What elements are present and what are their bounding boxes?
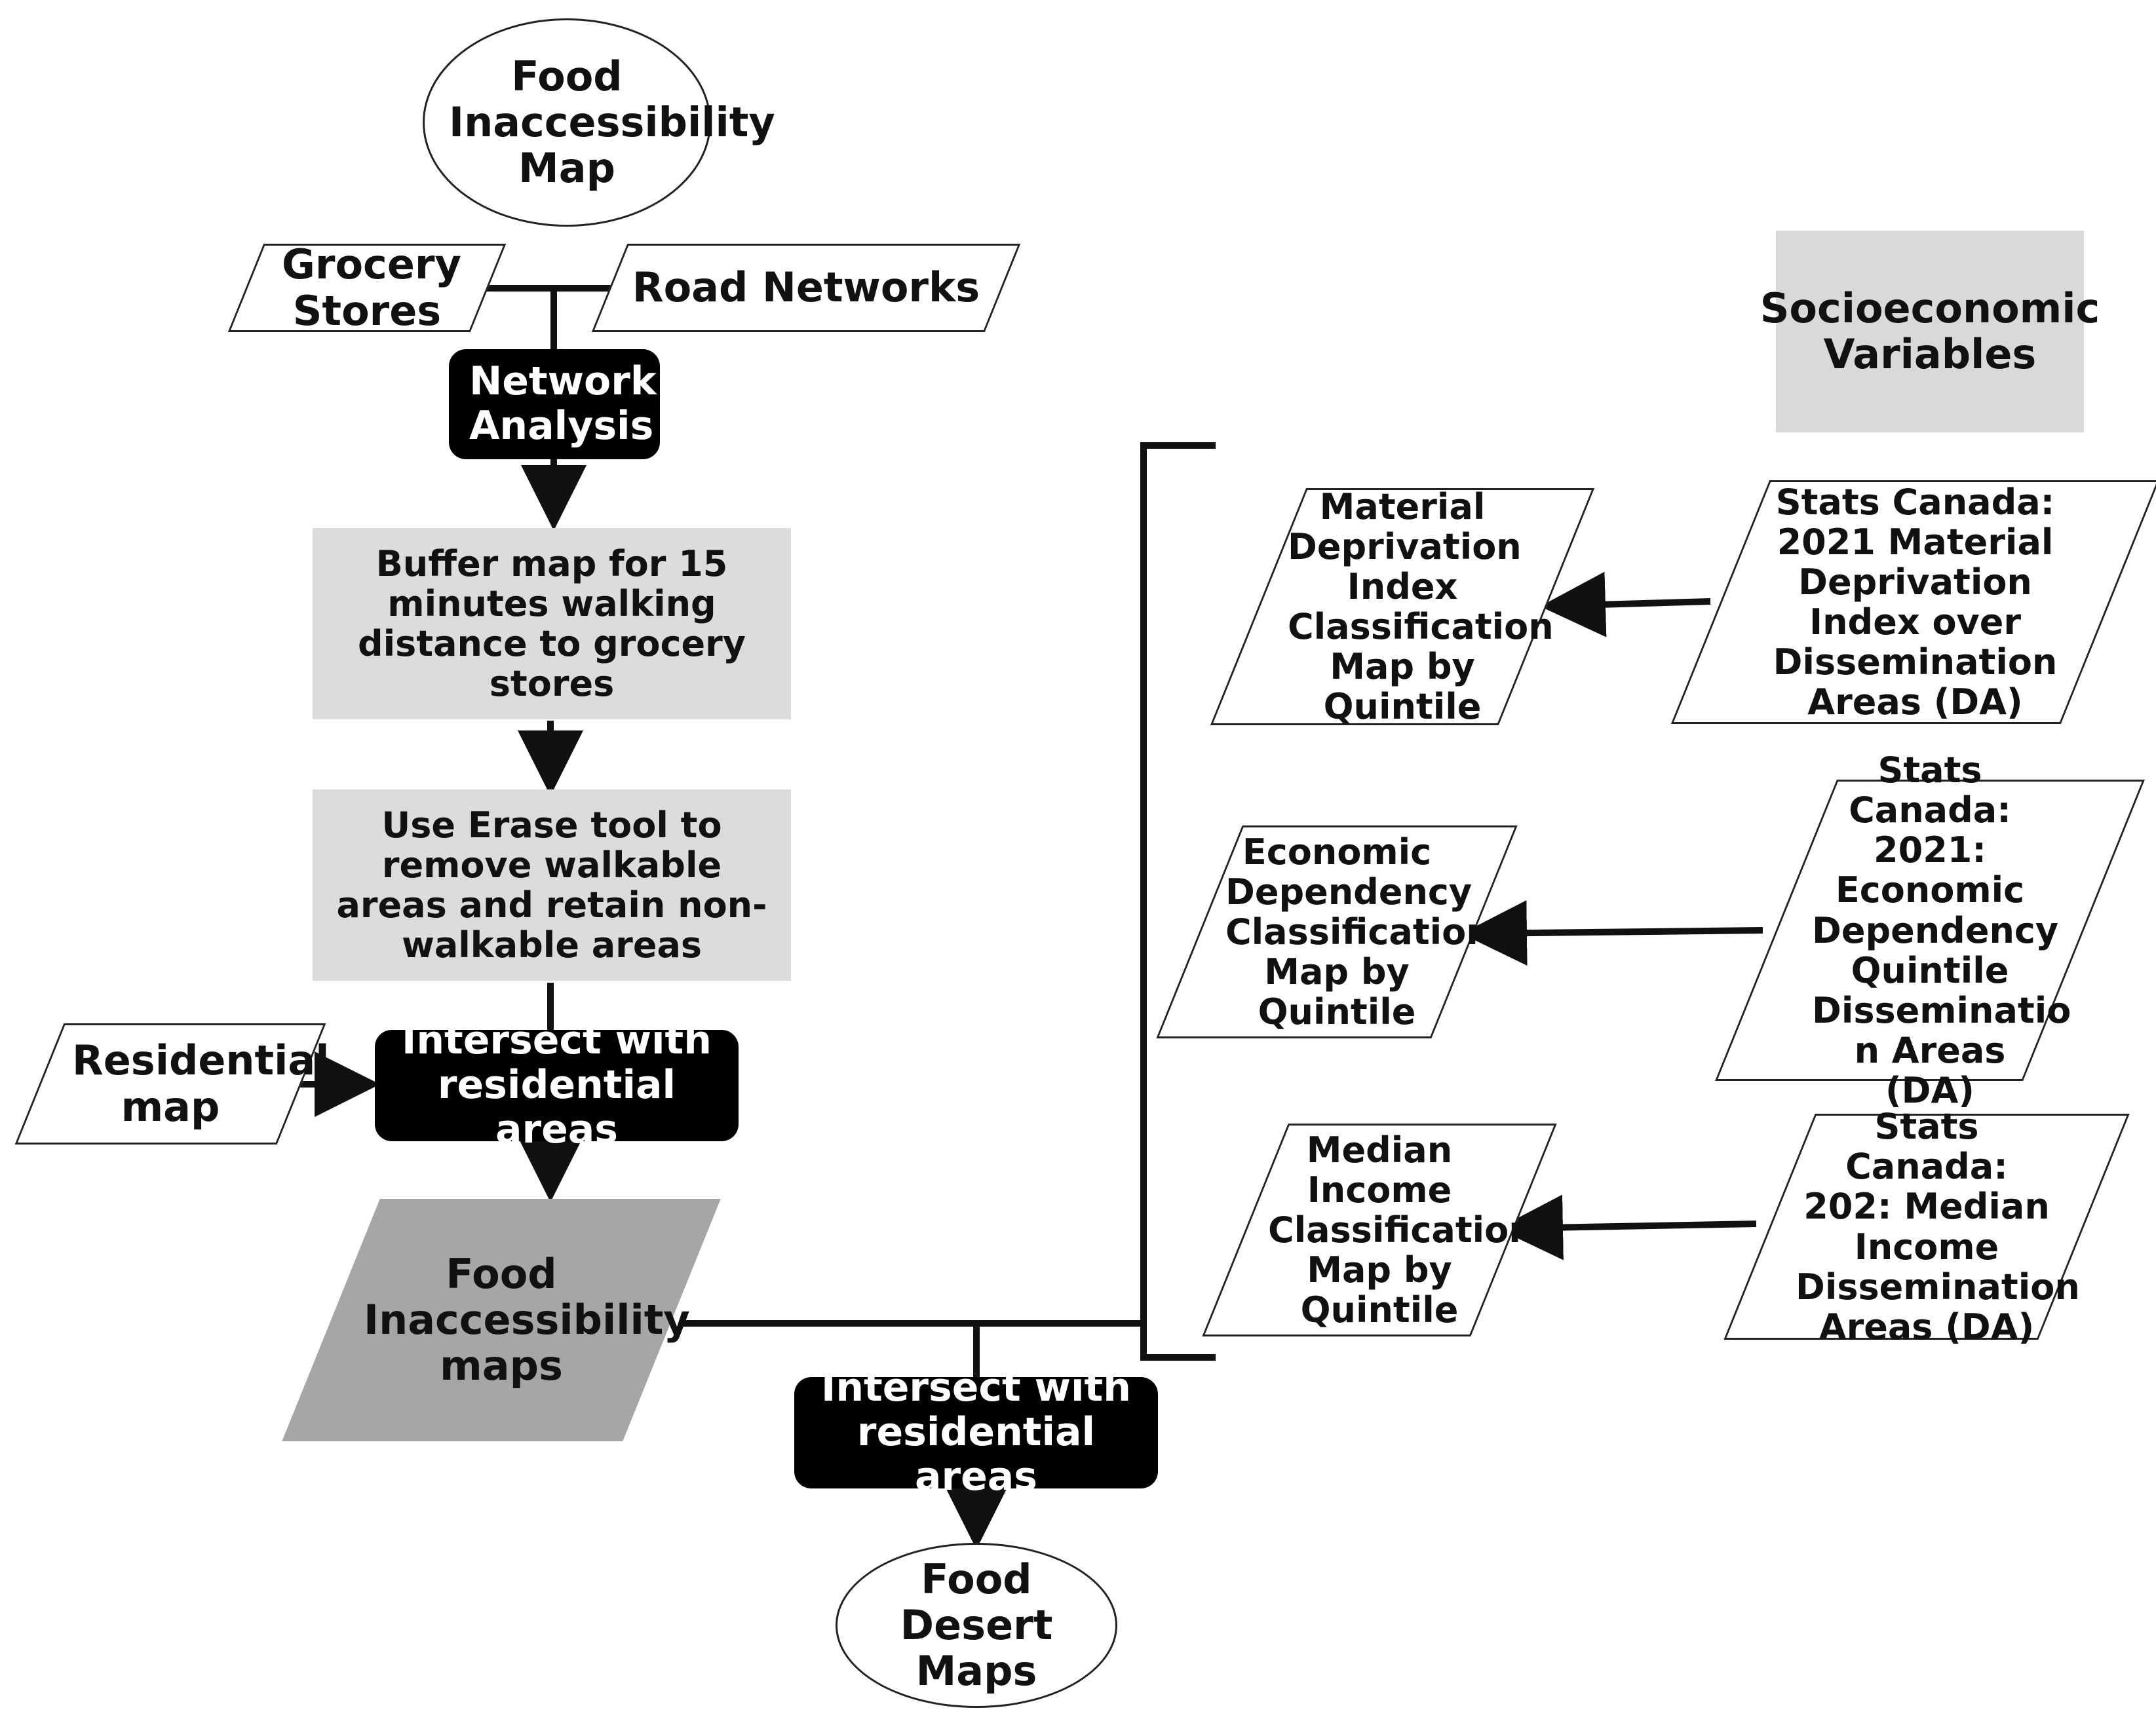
food-inaccessibility-maps-label: Food Inaccessibility maps <box>364 1249 690 1390</box>
intersect-residential-process-1: Intersect with residential areas <box>375 1018 739 1152</box>
buffer-map-label: Buffer map for 15 minutes walking distan… <box>358 542 746 705</box>
intersect-residential-process-2: Intersect with residential areas <box>794 1365 1158 1499</box>
intersect-1-label: Intersect with residential areas <box>402 1017 712 1152</box>
network-analysis-label: Network Analysis <box>469 358 657 449</box>
food-inaccessibility-maps-output: Food Inaccessibility maps <box>282 1199 721 1441</box>
arrow-source1-to-map1 <box>1540 571 1711 637</box>
material-deprivation-source: Stats Canada: 2021 Material Deprivation … <box>1670 480 2156 724</box>
buffer-map-step: Buffer map for 15 minutes walking distan… <box>313 528 791 719</box>
economic-dependency-map: Economic Dependency Classification Map b… <box>1156 825 1518 1038</box>
end-label: Food Desert Maps <box>900 1555 1053 1695</box>
material-deprivation-source-label: Stats Canada: 2021 Material Deprivation … <box>1773 481 2058 723</box>
socio-label-text: Socioeconomic Variables <box>1760 284 2100 378</box>
socioeconomic-variables-label: Socioeconomic Variables <box>1760 231 2100 432</box>
economic-dependency-map-label: Economic Dependency Classification Map b… <box>1225 831 1492 1033</box>
material-deprivation-map-label: Material Deprivation Index Classificatio… <box>1288 485 1554 728</box>
road-networks-input: Road Networks <box>591 244 1021 332</box>
median-income-source-label: Stats Canada: 202: Median Income Dissemi… <box>1796 1106 2080 1348</box>
socio-bracket <box>1140 442 1216 1361</box>
food-inaccessibility-map-start: Food Inaccessibility Map <box>423 18 775 227</box>
network-analysis-process: Network Analysis <box>449 349 660 459</box>
arrow-source3-to-map3 <box>1497 1194 1757 1260</box>
median-income-map-label: Median Income Classification Map by Quin… <box>1268 1129 1534 1331</box>
food-desert-maps-end: Food Desert Maps <box>836 1543 1117 1708</box>
start-label: Food Inaccessibility Map <box>449 52 775 193</box>
residential-map-label: Residential map <box>72 1036 330 1131</box>
economic-dependency-source-label: Stats Canada: 2021: Economic Dependency … <box>1812 749 2071 1111</box>
arrow-source2-to-map2 <box>1461 900 1763 966</box>
economic-dependency-source: Stats Canada: 2021: Economic Dependency … <box>1715 750 2145 1110</box>
road-networks-label: Road Networks <box>632 263 980 312</box>
grocery-stores-input: Grocery Stores <box>227 240 507 335</box>
intersect-2-label: Intersect with residential areas <box>821 1365 1131 1500</box>
grocery-stores-label: Grocery Stores <box>282 240 461 335</box>
median-income-source: Stats Canada: 202: Median Income Dissemi… <box>1723 1107 2130 1347</box>
erase-tool-step: Use Erase tool to remove walkable areas … <box>313 789 791 981</box>
residential-map-input: Residential map <box>14 1023 330 1145</box>
material-deprivation-map: Material Deprivation Index Classificatio… <box>1210 485 1595 728</box>
median-income-map: Median Income Classification Map by Quin… <box>1202 1124 1557 1336</box>
erase-tool-label: Use Erase tool to remove walkable areas … <box>336 804 767 966</box>
